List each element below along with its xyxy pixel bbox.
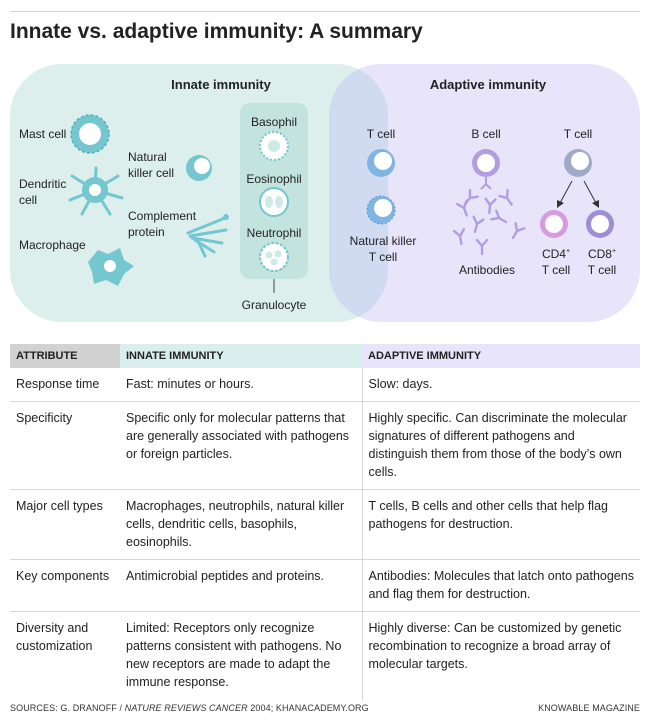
row-attribute: Key components [10,559,120,612]
page-title: Innate vs. adaptive immunity: A summary [10,20,423,43]
basophil-label: Basophil [250,115,298,129]
natural-killer-t-cell-label: Natural killer T cell [349,234,417,264]
cd4-t-cell-label: CD4+T cell [541,247,571,277]
mast-cell-icon [70,114,110,154]
row-innate: Antimicrobial peptides and proteins. [120,559,363,612]
header-attribute: ATTRIBUTE [10,344,120,368]
immunity-diagram [10,64,640,322]
row-adaptive: Highly diverse: Can be customized by gen… [368,621,622,671]
publisher-credit: KNOWABLE MAGAZINE [538,703,640,713]
adaptive-t-cell-label: T cell [563,127,593,141]
table-row: Response time Fast: minutes or hours. Sl… [10,368,640,402]
antibody [472,215,485,233]
natural-killer-t-cell-icon [366,195,396,225]
antibody [490,209,508,224]
antibody [498,189,513,206]
top-rule [10,11,640,12]
row-adaptive: Highly specific. Can discriminate the mo… [362,401,640,490]
neutrophil-label: Neutrophil [246,226,302,240]
header-adaptive: ADAPTIVE IMMUNITY [362,344,640,368]
row-innate: Fast: minutes or hours. [120,368,363,402]
complement-protein-label: Complement protein [128,209,197,239]
header-innate: INNATE IMMUNITY [120,344,362,368]
row-innate: Limited: Receptors only recognize patter… [120,611,363,701]
table-row: Major cell types Macrophages, neutrophil… [10,489,640,560]
t-cell-label: T cell [366,127,396,141]
adaptive-heading: Adaptive immunity [429,77,547,92]
row-attribute: Specificity [10,401,120,490]
row-attribute: Diversity and customization [16,621,93,653]
t-cell-icon [367,149,395,177]
row-attribute: Response time [10,368,120,402]
natural-killer-cell-label: Natural killer cell [128,150,175,180]
table-row: Key components Antimicrobial peptides an… [10,559,640,612]
cd8-t-cell-icon [586,210,614,238]
mast-cell-label: Mast cell [19,127,67,141]
adaptive-t-cell-icon [564,149,592,177]
macrophage-icon [88,248,134,286]
dendritic-cell-label: Dendritic cell [19,177,67,207]
natural-killer-cell-icon [186,155,212,181]
sources-footer: SOURCES: G. DRANOFF / NATURE REVIEWS CAN… [10,703,369,713]
row-innate: Specific only for molecular patterns tha… [120,401,363,490]
row-innate: Macrophages, neutrophils, natural killer… [120,489,363,560]
cd8-t-cell-label: CD8+T cell [587,247,617,277]
comparison-table: ATTRIBUTE INNATE IMMUNITY ADAPTIVE IMMUN… [10,344,640,701]
row-adaptive: Slow: days. [362,368,640,402]
dendritic-cell-icon [68,166,124,216]
neutrophil-icon [259,242,289,272]
antibody [452,228,466,246]
antibody [511,222,526,240]
b-cell-label: B cell [471,127,501,141]
b-cell-icon [472,149,500,190]
antibody [463,188,479,206]
antibodies-icon [452,188,526,256]
basophil-icon [259,131,289,161]
antibody [475,238,489,256]
macrophage-label: Macrophage [19,238,86,252]
table-row: Diversity and customization Limited: Rec… [10,611,640,701]
eosinophil-label: Eosinophil [246,172,302,186]
eosinophil-icon [259,187,289,217]
complement-protein-icon [186,214,229,258]
row-adaptive: T cells, B cells and other cells that he… [362,489,640,560]
table-row: Specificity Specific only for molecular … [10,401,640,490]
antibodies-label: Antibodies [458,263,516,277]
differentiation-arrows [557,180,599,208]
innate-heading: Innate immunity [171,77,271,92]
granulocyte-label: Granulocyte [241,298,307,312]
adaptive-region [329,64,640,322]
cd4-t-cell-icon [540,210,568,238]
row-adaptive: Antibodies: Molecules that latch onto pa… [362,559,640,612]
table-header-row: ATTRIBUTE INNATE IMMUNITY ADAPTIVE IMMUN… [10,344,640,368]
row-attribute: Major cell types [10,489,120,560]
antibody [484,197,497,215]
